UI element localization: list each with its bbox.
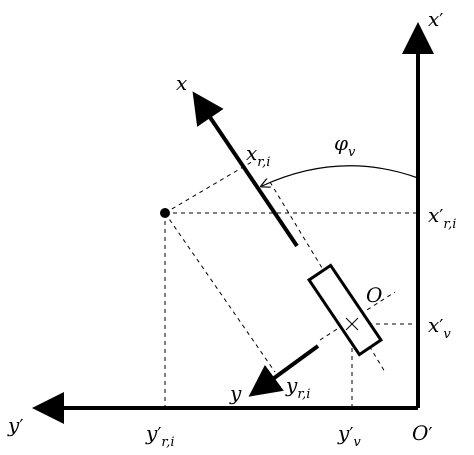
- label-x-prime: x′: [428, 7, 443, 31]
- svg-text:x′v: x′v: [428, 313, 451, 342]
- label-y-r-i: yr,i: [285, 373, 310, 402]
- svg-text:y′r,i: y′r,i: [145, 421, 174, 450]
- origin-v-marker: [345, 317, 359, 331]
- svg-text:y′: y′: [7, 413, 23, 437]
- svg-text:φv: φv: [334, 131, 356, 160]
- svg-text:x′r,i: x′r,i: [428, 203, 456, 232]
- svg-text:y′v: y′v: [337, 421, 361, 450]
- svg-text:O′: O′: [412, 421, 433, 445]
- label-x-prime-r-i: x′r,i: [428, 203, 456, 232]
- label-y-prime-r-i: y′r,i: [145, 421, 174, 450]
- label-x-robot: x: [176, 71, 187, 95]
- label-y-robot: y: [229, 381, 242, 405]
- svg-text:x′: x′: [428, 7, 443, 31]
- reference-point: [160, 208, 170, 218]
- robot-x-axis: [192, 91, 299, 248]
- phi-arc: [262, 165, 419, 186]
- label-origin-prime: O′: [412, 421, 433, 445]
- svg-text:O: O: [366, 283, 382, 307]
- label-y-prime: y′: [7, 413, 23, 437]
- svg-text:y: y: [229, 381, 242, 405]
- label-phi-v: φv: [334, 131, 356, 160]
- label-origin-v: O: [366, 283, 382, 307]
- label-x-r-i: xr,i: [246, 141, 270, 170]
- label-x-prime-v: x′v: [428, 313, 451, 342]
- svg-text:yr,i: yr,i: [285, 373, 310, 402]
- svg-text:xr,i: xr,i: [246, 141, 270, 170]
- vehicle-body: [306, 263, 384, 357]
- robot-y-axis: [248, 344, 320, 397]
- label-y-prime-v: y′v: [337, 421, 361, 450]
- svg-text:x: x: [176, 71, 187, 95]
